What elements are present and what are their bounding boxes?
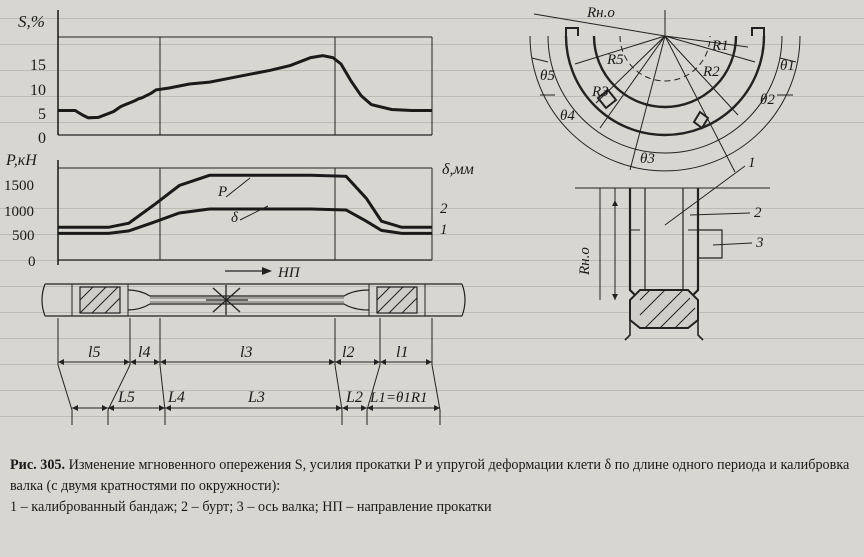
radius-label: Rн.о [586, 5, 615, 21]
roll-drawing: Rн.о R1 R2 R3 R5 θ1 θ2 θ3 θ4 θ5 Rн.о [529, 5, 801, 341]
caption-label: Рис. 305. [10, 457, 66, 473]
caption-legend: 1 – калиброванный бандаж; 2 – бурт; 3 – … [10, 499, 492, 515]
s-tick-label: 0 [38, 130, 46, 147]
p-tick-label: 500 [12, 228, 35, 244]
s-tick-label: 10 [30, 82, 46, 99]
dim-label-l1: l1 [396, 344, 408, 361]
delta-leader-line [239, 205, 269, 221]
delta-tick-label: 1 [440, 222, 448, 238]
angle-label: θ5 [540, 68, 555, 84]
radius-label: R5 [606, 52, 624, 68]
side-dim-label: Rн.о [577, 247, 593, 276]
s-curve [58, 54, 432, 120]
s-chart: S,% 15 10 5 0 [18, 10, 433, 147]
rolling-direction-arrow: НП [225, 265, 301, 281]
arc-outer [547, 35, 783, 154]
dim-label-l4: l4 [138, 344, 150, 361]
arrowhead-icon [262, 267, 272, 275]
delta-tick-label: 2 [440, 201, 448, 217]
callout-label: 3 [755, 235, 764, 251]
p-axis-label: P,кН [5, 152, 38, 169]
callout-label: 1 [748, 155, 756, 171]
p-tick-label: 1000 [4, 204, 34, 220]
dim-label-L3: L3 [247, 389, 265, 406]
roll-inner-contour [592, 35, 738, 109]
p-leader-line [225, 177, 251, 198]
radius-label: R2 [702, 64, 720, 80]
p-curve [58, 173, 432, 229]
radius-label: R1 [711, 38, 729, 54]
s-axis-label: S,% [18, 12, 45, 31]
angle-label: θ2 [760, 92, 775, 108]
dim-label-L4: L4 [167, 389, 185, 406]
dim-label-L1: L1=θ1R1 [369, 390, 428, 406]
dim-label-L5: L5 [117, 389, 135, 406]
roll-contour [564, 35, 766, 137]
p-tick-label: 0 [28, 254, 36, 270]
radius-label: R3 [591, 84, 609, 100]
callout-label: 2 [754, 205, 762, 221]
elevation-dim-line [599, 188, 616, 300]
dim-label-l2: l2 [342, 344, 354, 361]
p-chart: P,кН 1500 1000 500 0 δ,мм 2 1 P δ [4, 152, 474, 270]
caption-text: Изменение мгновенного опережения S, усил… [10, 457, 850, 494]
delta-curve [58, 207, 432, 235]
dim-label-L2: L2 [345, 389, 363, 406]
s-tick-label: 5 [38, 106, 46, 123]
arc-outer [529, 35, 801, 172]
delta-curve-label: δ [231, 210, 239, 226]
p-tick-label: 1500 [4, 178, 34, 194]
shaft-drawing [41, 283, 466, 317]
figure-caption: Рис. 305. Изменение мгновенного опережен… [10, 455, 856, 518]
angle-label: θ4 [560, 108, 575, 124]
figure-305: S,% 15 10 5 0 P,кН 1500 1000 500 0 δ,мм … [4, 5, 801, 425]
angle-label: θ3 [640, 151, 655, 167]
direction-label: НП [277, 265, 301, 281]
delta-axis-label: δ,мм [442, 161, 474, 178]
s-tick-label: 15 [30, 57, 46, 74]
p-curve-label: P [217, 184, 227, 200]
dim-label-l3: l3 [240, 344, 252, 361]
angle-label: θ1 [780, 58, 795, 74]
dim-label-l5: l5 [88, 344, 100, 361]
dimension-chains: l5 l4 l3 l2 l1 L5 L4 L3 L2 L1=θ1R1 [57, 318, 441, 425]
caption-main: Рис. 305. Изменение мгновенного опережен… [10, 455, 856, 497]
